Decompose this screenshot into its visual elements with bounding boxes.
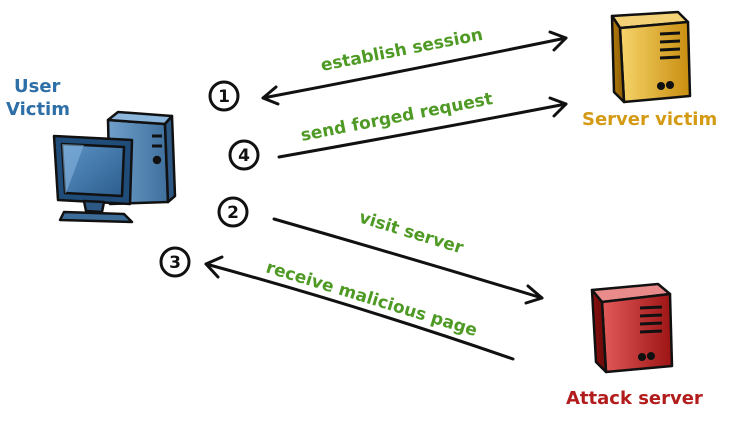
step-badge-3: 3 — [159, 246, 191, 278]
svg-text:4: 4 — [238, 146, 250, 166]
svg-text:2: 2 — [227, 203, 239, 223]
arrow-establish-session-head-left — [261, 85, 280, 106]
computer-icon — [52, 110, 177, 224]
arrow-receive-malicious-page — [204, 262, 515, 361]
arrow-establish-session-head-right — [548, 30, 568, 52]
svg-text:1: 1 — [218, 87, 230, 107]
step-badge-2: 2 — [217, 196, 249, 228]
arrow-establish-session — [261, 36, 568, 100]
step-badge-1: 1 — [208, 80, 240, 112]
server-victim-label: Server victim — [582, 109, 717, 130]
arrow-visit-server-head — [524, 284, 544, 305]
arrow-send-forged-request-head — [548, 96, 568, 118]
arrow-receive-malicious-page-head — [204, 255, 224, 279]
step-badge-4: 4 — [228, 139, 260, 171]
arrow-visit-server — [272, 217, 544, 300]
user-label-line1: User — [14, 76, 61, 97]
attack-server-label: Attack server — [566, 388, 703, 409]
server-victim-icon — [610, 10, 692, 104]
label-send-forged-request: send forged request — [299, 89, 494, 146]
svg-text:3: 3 — [169, 253, 181, 273]
attack-server-icon — [590, 282, 674, 374]
user-label-line2: Victim — [6, 99, 70, 120]
label-visit-server: visit server — [357, 208, 467, 259]
label-establish-session: establish session — [319, 25, 485, 76]
arrow-send-forged-request — [277, 102, 568, 159]
